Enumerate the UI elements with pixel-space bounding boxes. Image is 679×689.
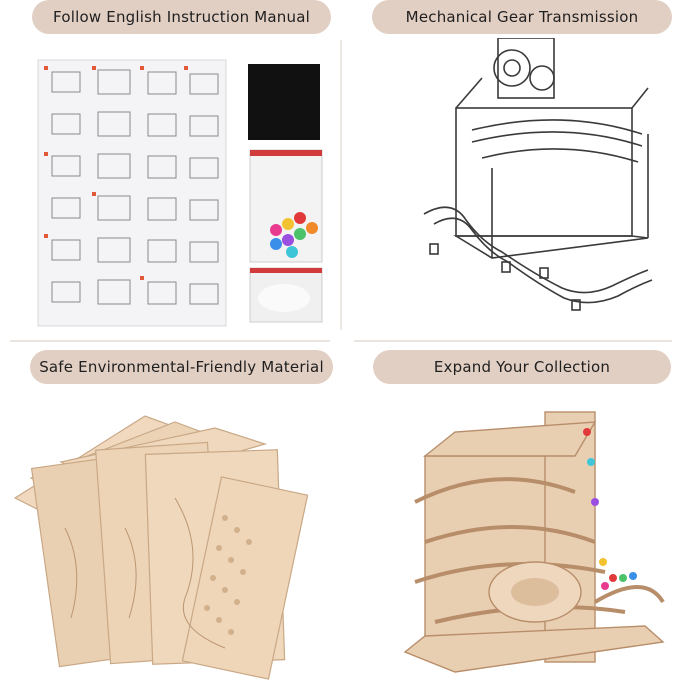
wood-sheets-image (13, 415, 309, 680)
panel-gear-transmission (412, 38, 672, 328)
panel-instruction-manual (30, 52, 335, 332)
label-expand-collection: Expand Your Collection (373, 350, 671, 384)
foam-pad (248, 64, 320, 140)
label-instruction-manual: Follow English Instruction Manual (32, 0, 331, 34)
powder-bag (249, 267, 323, 323)
marble-run-image (403, 411, 665, 673)
gear-assembly-line-art (423, 38, 653, 311)
divider-left (10, 340, 330, 342)
label-text: Expand Your Collection (433, 358, 611, 376)
instruction-sheet-icon (37, 59, 323, 327)
panel-expand-collection (395, 402, 675, 686)
divider-right (354, 340, 672, 342)
marble-bag (249, 149, 323, 263)
divider-vertical-top (340, 40, 342, 330)
panel-eco-material (5, 408, 335, 688)
label-eco-material: Safe Environmental-Friendly Material (30, 350, 333, 384)
label-text: Safe Environmental-Friendly Material (39, 358, 324, 376)
label-text: Mechanical Gear Transmission (405, 8, 639, 26)
label-text: Follow English Instruction Manual (53, 8, 310, 26)
label-gear-transmission: Mechanical Gear Transmission (372, 0, 672, 34)
